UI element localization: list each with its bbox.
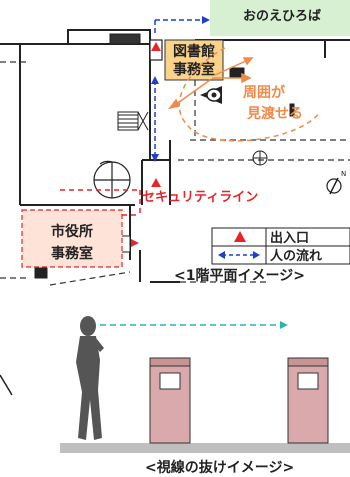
legend: 出入口 人の流れ bbox=[211, 227, 350, 265]
legend-flow-label: 人の流れ bbox=[270, 248, 322, 264]
security-panel-2 bbox=[287, 357, 329, 444]
library-office-label-line1: 図書館 bbox=[173, 43, 215, 60]
floor-plan-caption: <1階平面イメージ> bbox=[174, 267, 305, 284]
legend-entrance-label: 出入口 bbox=[270, 230, 309, 246]
flow-arrow-vertical bbox=[151, 76, 159, 162]
plant-icon bbox=[252, 150, 268, 166]
sightline-diagram: <視線の抜けイメージ> bbox=[0, 316, 350, 476]
plaza-label: おのえひろば bbox=[243, 9, 321, 24]
security-line-label: セキュリティライン bbox=[142, 190, 258, 205]
person-silhouette bbox=[76, 316, 104, 440]
floor-slab bbox=[60, 443, 350, 453]
library-office-label-line2: 事務室 bbox=[173, 61, 215, 78]
overlook-label-line1: 周囲が bbox=[243, 84, 286, 101]
sightline-caption: <視線の抜けイメージ> bbox=[145, 459, 294, 476]
flow-arrow-top bbox=[154, 16, 210, 35]
overlook-label-line2: 見渡せる bbox=[246, 105, 303, 122]
security-line bbox=[60, 189, 141, 216]
revolving-door-icon bbox=[93, 160, 131, 199]
north-label: N bbox=[341, 170, 346, 178]
security-panel-1 bbox=[149, 357, 191, 444]
city-office-label-line1: 市役所 bbox=[51, 223, 93, 240]
plaza-area bbox=[210, 0, 350, 36]
edge-mark bbox=[0, 374, 13, 396]
stair-details bbox=[34, 33, 295, 279]
north-compass-icon: N bbox=[326, 170, 346, 195]
overlook-arc bbox=[178, 47, 321, 142]
overlook-rays bbox=[168, 57, 254, 110]
building-dashed-outline bbox=[0, 61, 350, 286]
city-office-label-line2: 事務室 bbox=[51, 245, 93, 262]
legend-entrance-symbol bbox=[234, 231, 246, 242]
city-office-box bbox=[21, 209, 123, 268]
floor-plan-diagram: おのえひろば bbox=[0, 0, 350, 286]
camera-icon bbox=[200, 86, 222, 104]
entrance-markers bbox=[131, 39, 163, 247]
